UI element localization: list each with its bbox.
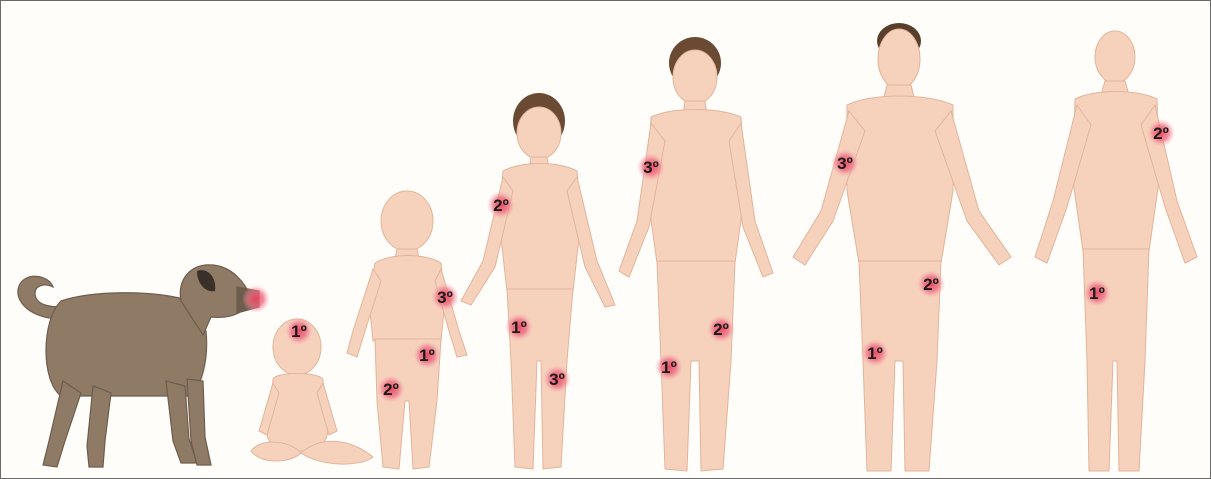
adult-figure: [793, 23, 1011, 471]
toddler-figure: [347, 191, 467, 469]
elder-marker-1: 2º: [1147, 119, 1175, 147]
adult-marker-3: 1º: [861, 339, 889, 367]
svg-text:2º: 2º: [493, 196, 509, 215]
teen-marker-2: 2º: [707, 315, 735, 343]
adult-marker-2: 2º: [917, 270, 945, 298]
svg-text:2º: 2º: [713, 320, 729, 339]
teen-marker-3: 1º: [655, 353, 683, 381]
child-marker-3: 3º: [543, 365, 571, 393]
svg-text:3º: 3º: [643, 158, 659, 177]
teen-figure: [619, 37, 773, 471]
child-marker-1: 2º: [487, 191, 515, 219]
svg-text:2º: 2º: [383, 380, 399, 399]
child-marker-2: 1º: [505, 313, 533, 341]
dog-bite-marker: [242, 285, 270, 313]
svg-text:1º: 1º: [511, 318, 527, 337]
svg-text:1º: 1º: [1089, 284, 1105, 303]
svg-text:1º: 1º: [419, 346, 435, 365]
elder-marker-2: 1º: [1083, 279, 1111, 307]
svg-text:3º: 3º: [837, 154, 853, 173]
svg-text:2º: 2º: [1153, 124, 1169, 143]
svg-text:1º: 1º: [661, 358, 677, 377]
toddler-marker-1: 3º: [431, 283, 459, 311]
toddler-marker-2: 1º: [413, 341, 441, 369]
toddler-marker-3: 2º: [377, 375, 405, 403]
child-figure: [461, 93, 615, 469]
svg-text:3º: 3º: [549, 370, 565, 389]
dog-figure: [18, 265, 259, 467]
svg-text:1º: 1º: [867, 344, 883, 363]
adult-marker-1: 3º: [831, 149, 859, 177]
svg-text:1º: 1º: [291, 322, 307, 341]
teen-marker-1: 3º: [637, 153, 665, 181]
elder-figure: [1035, 31, 1197, 471]
svg-text:3º: 3º: [437, 288, 453, 307]
baby-marker-1: 1º: [285, 317, 313, 345]
svg-text:2º: 2º: [923, 275, 939, 294]
